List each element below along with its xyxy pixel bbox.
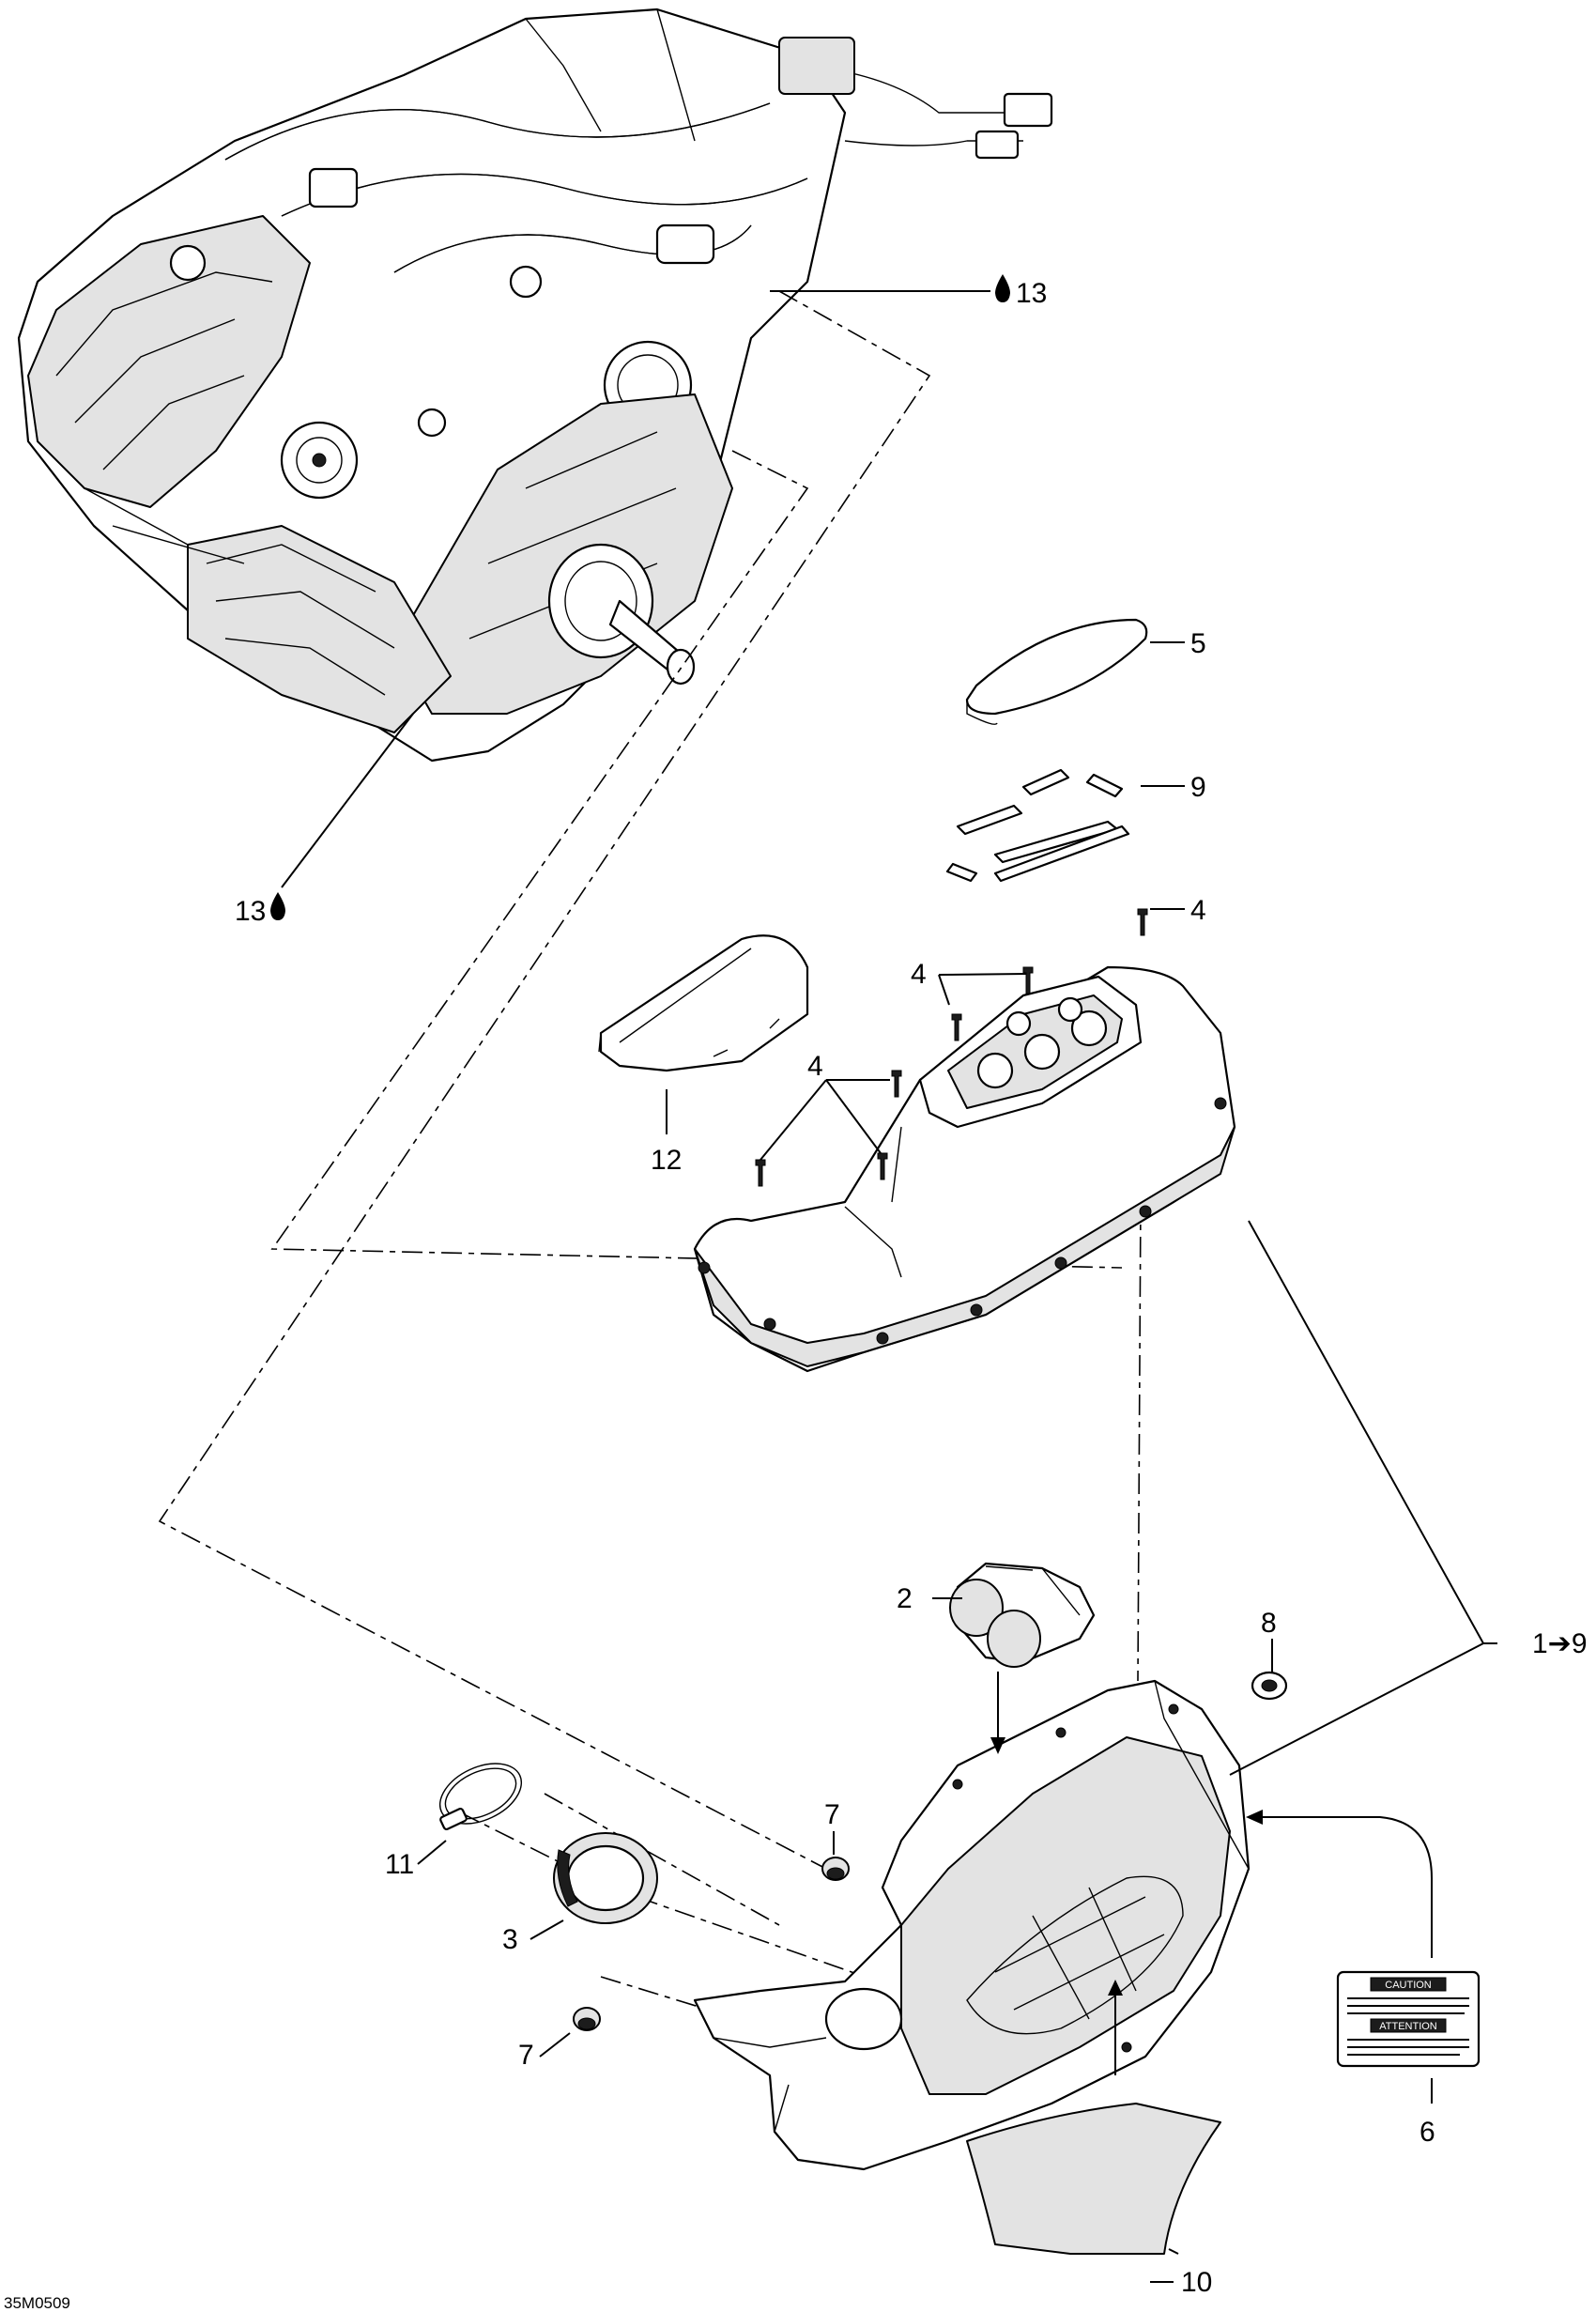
part-10-filter bbox=[966, 2103, 1221, 2255]
part-3-adapter bbox=[553, 1832, 658, 1924]
air-box-cover bbox=[693, 965, 1236, 1373]
callout-numbers: 13 13 5 9 4 4 4 12 1➔9 2 8 7 11 3 7 6 10… bbox=[4, 274, 1588, 2312]
caution-text-lines bbox=[1347, 1997, 1469, 2014]
engine-assembly bbox=[17, 8, 1053, 763]
callout-13-bottom: 13 bbox=[235, 896, 266, 927]
part-9-strips bbox=[945, 768, 1130, 883]
callout-10: 10 bbox=[1181, 2267, 1212, 2298]
callout-1-9: 1➔9 bbox=[1532, 1628, 1588, 1659]
callout-2: 2 bbox=[897, 1583, 913, 1614]
drawing-reference: 35M0509 bbox=[4, 2294, 70, 2312]
callout-12: 12 bbox=[651, 1145, 682, 1176]
callout-3: 3 bbox=[502, 1924, 518, 1955]
attention-text-lines bbox=[1347, 2039, 1469, 2056]
callout-13-top: 13 bbox=[1016, 278, 1047, 309]
part-11-clamp bbox=[438, 1763, 523, 1830]
caution-heading: CAUTION bbox=[1385, 1980, 1432, 1991]
part-2-coupler bbox=[949, 1562, 1096, 1668]
callout-6: 6 bbox=[1420, 2117, 1435, 2148]
callout-9: 9 bbox=[1190, 772, 1206, 803]
drop-icon bbox=[995, 274, 1010, 302]
air-box-base bbox=[693, 1679, 1251, 2171]
callout-4-lower: 4 bbox=[807, 1051, 823, 1082]
callout-4-top: 4 bbox=[1190, 895, 1206, 926]
callout-5: 5 bbox=[1190, 628, 1206, 659]
callout-7-lower: 7 bbox=[518, 2040, 534, 2071]
part-8-grommet bbox=[1251, 1671, 1288, 1701]
callout-7-upper: 7 bbox=[824, 1799, 840, 1830]
callout-8: 8 bbox=[1261, 1608, 1277, 1639]
part-4-screws bbox=[755, 908, 1148, 1187]
drop-icon bbox=[270, 892, 285, 920]
part-7-grommets bbox=[573, 1857, 850, 2031]
callout-11: 11 bbox=[385, 1849, 414, 1880]
callout-4-middle: 4 bbox=[911, 959, 927, 990]
leader-lines bbox=[281, 290, 1497, 2283]
part-5-pad bbox=[965, 618, 1148, 725]
assembly-arrows bbox=[990, 1672, 1433, 2075]
attention-heading: ATTENTION bbox=[1379, 2021, 1437, 2032]
part-6-caution-label: CAUTION ATTENTION bbox=[1336, 1970, 1481, 2068]
part-12-panel bbox=[598, 934, 809, 1072]
